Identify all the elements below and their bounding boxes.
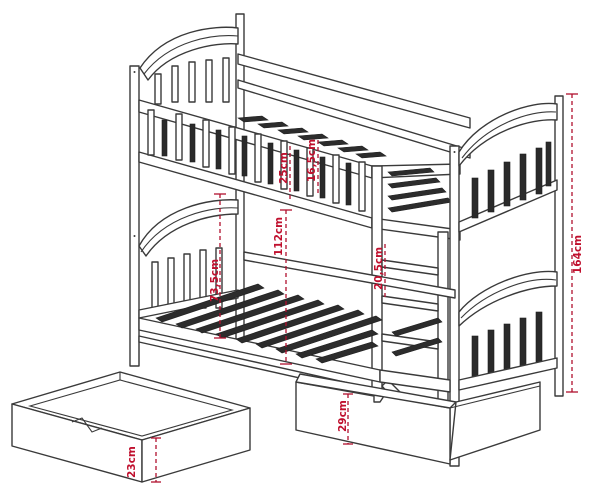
dimension-drawer-depth: 23cm	[126, 437, 161, 483]
dimension-lower-bed-height: 73,5cm	[209, 193, 226, 339]
dimension-ladder-step: 20,5cm	[373, 244, 386, 298]
back-right-post	[554, 95, 564, 397]
label-ladder-step: 20,5cm	[373, 247, 385, 290]
front-left-post	[129, 65, 140, 367]
under-bed-drawer	[295, 373, 541, 465]
label-drawer-depth: 23cm	[126, 446, 138, 478]
label-upper-guard: 16,5cm	[306, 139, 318, 182]
label-lower-bed-height: 73,5cm	[209, 259, 221, 302]
lower-right-headboard	[458, 270, 558, 391]
dimension-drawer-height: 29cm	[337, 393, 353, 445]
lower-bed-frame	[138, 317, 451, 393]
lower-slats	[155, 283, 443, 364]
upper-back-headboard	[139, 26, 239, 81]
loose-drawer	[11, 371, 251, 483]
label-total-height: 164cm	[572, 235, 584, 274]
dimension-inner-height: 112cm	[273, 209, 292, 365]
upper-guard-bars	[147, 109, 366, 212]
label-upper-rail: 25cm	[278, 152, 290, 184]
dimension-upper-guard: 16,5cm	[306, 139, 319, 196]
upper-back-rail	[237, 53, 471, 159]
label-inner-height: 112cm	[273, 217, 285, 256]
upper-back-bars	[154, 57, 230, 105]
upper-right-headboard	[458, 102, 558, 233]
lower-back-rail	[243, 251, 456, 299]
dimension-upper-rail: 25cm	[278, 146, 291, 200]
dimension-total-height: 164cm	[566, 93, 584, 393]
upper-slats	[237, 115, 453, 213]
label-drawer-height: 29cm	[337, 400, 349, 432]
upper-bed-frame	[138, 99, 461, 241]
lower-left-headboard	[138, 199, 239, 319]
